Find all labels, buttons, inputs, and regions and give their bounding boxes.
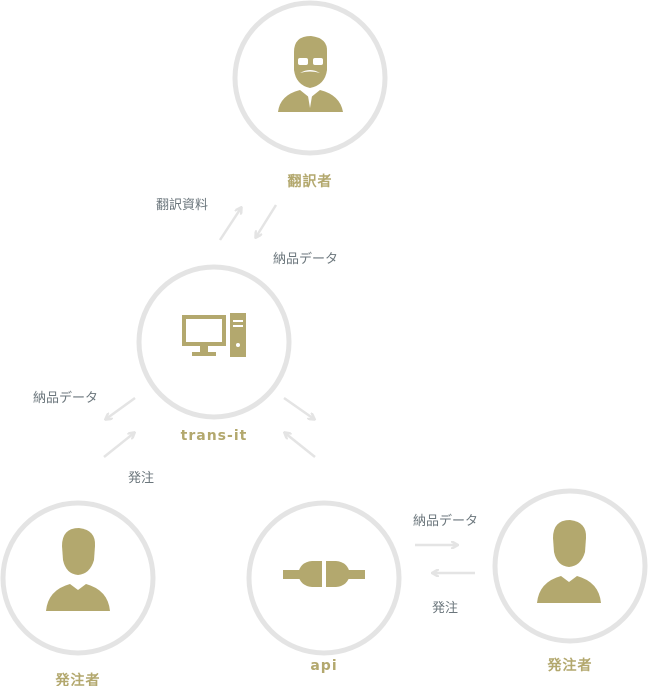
- transit-label: trans-it: [180, 428, 248, 444]
- transit-ring: [136, 264, 292, 420]
- arrow-up-to-translator: [218, 208, 241, 241]
- client-left-ring: [0, 500, 156, 656]
- translator-person-icon: [278, 36, 343, 112]
- client-right-ring: [492, 488, 648, 644]
- api-ring: [246, 500, 402, 656]
- arrow-to-client-left: [106, 396, 136, 419]
- client-right-label: 発注者: [547, 658, 593, 674]
- delivery-right-label: 納品データ: [413, 514, 479, 529]
- translator-label: 翻訳者: [287, 174, 333, 190]
- order-left-label: 発注: [128, 471, 155, 486]
- delivery-top-label: 納品データ: [273, 252, 339, 267]
- plug-connector-icon: [283, 561, 365, 587]
- delivery-left-label: 納品データ: [33, 391, 99, 406]
- arrow-from-client-left: [103, 433, 134, 458]
- client-left-label: 発注者: [55, 673, 101, 686]
- person-icon: [537, 520, 601, 603]
- translator-ring: [232, 0, 388, 156]
- arrow-down-from-translator: [256, 204, 278, 237]
- person-icon: [46, 528, 110, 611]
- translation-materials-label: 翻訳資料: [156, 198, 209, 213]
- api-label: api: [310, 658, 338, 674]
- arrow-from-api: [285, 433, 316, 458]
- desktop-computer-icon: [182, 313, 246, 357]
- order-right-label: 発注: [432, 601, 459, 616]
- arrow-to-api: [283, 396, 314, 419]
